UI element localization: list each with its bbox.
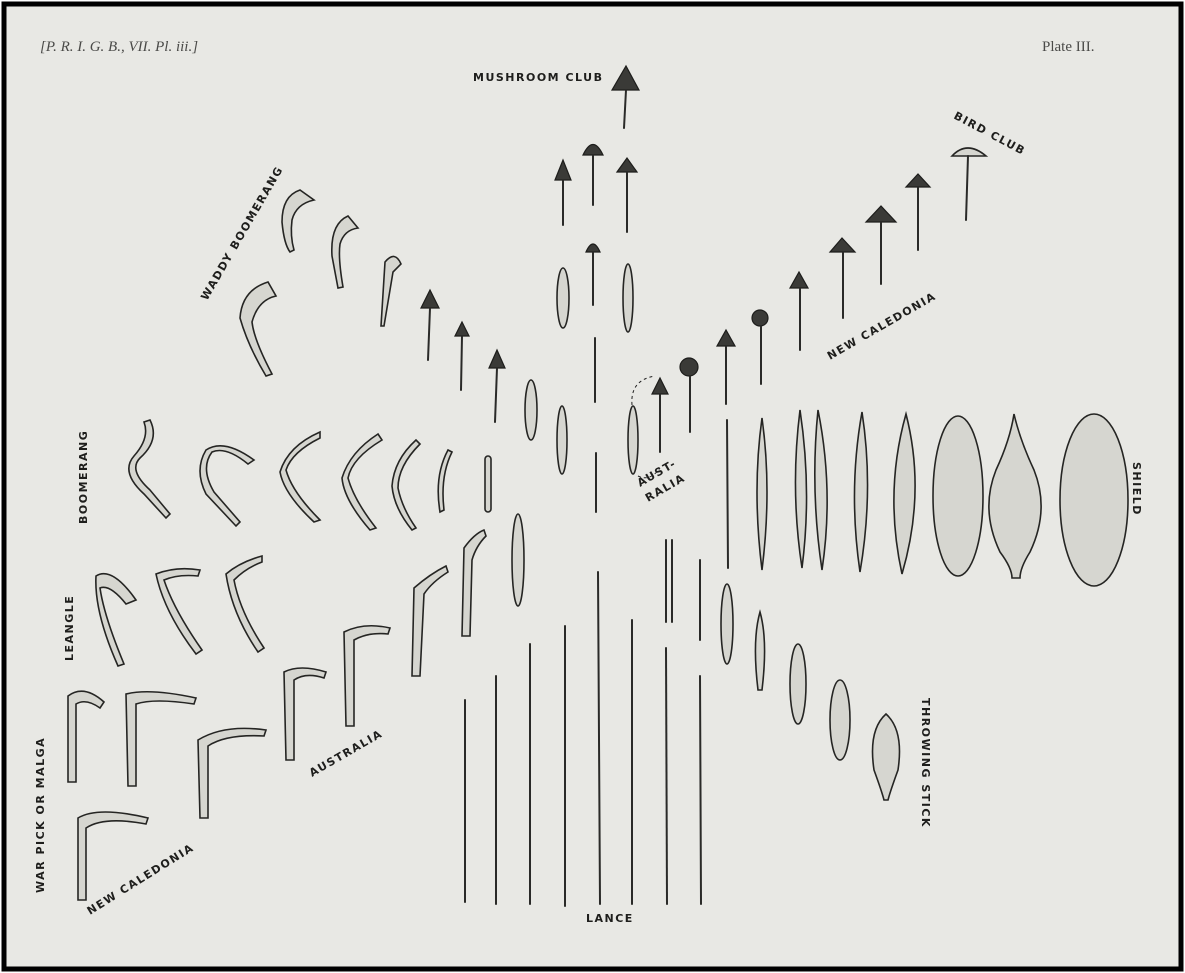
label-leangle: LEANGLE: [63, 595, 76, 661]
label-mushroom-club: MUSHROOM CLUB: [473, 71, 603, 84]
label-throwing-stick: THROWING STICK: [919, 698, 932, 828]
label-lance: LANCE: [586, 912, 634, 925]
label-boomerang: BOOMERANG: [77, 430, 90, 524]
plate-citation: [P. R. I. G. B., VII. Pl. iii.]: [40, 39, 198, 55]
label-war-pick: WAR PICK OR MALGA: [34, 737, 47, 893]
label-shield: SHIELD: [1130, 462, 1143, 516]
plate-number: Plate III.: [1042, 39, 1094, 55]
